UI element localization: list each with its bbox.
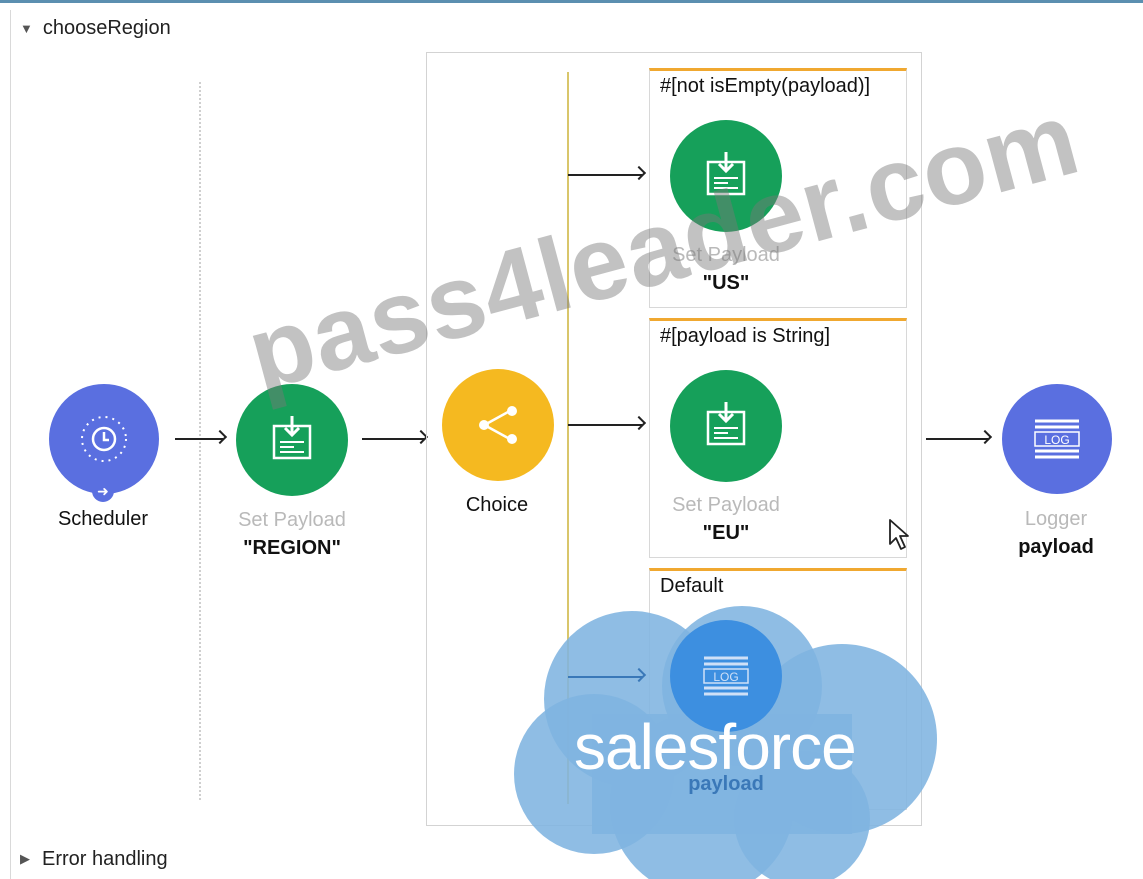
flow-title: chooseRegion <box>42 16 171 39</box>
route-condition: Default <box>660 575 724 597</box>
flow-arrow <box>926 438 988 440</box>
set-payload-us-label: Set Payload <box>672 244 780 266</box>
scheduler-node[interactable] <box>49 384 159 494</box>
logger-default-value: payload <box>688 773 764 795</box>
source-divider <box>199 82 201 800</box>
log-icon: LOG <box>1034 419 1080 459</box>
set-payload-eu-node[interactable] <box>670 370 782 482</box>
route-arrow <box>568 174 642 176</box>
choice-branch-line <box>567 72 569 804</box>
set-payload-region-node[interactable] <box>236 384 348 496</box>
top-border <box>0 0 1143 3</box>
error-handling-label: Error handling <box>42 847 168 870</box>
choice-label: Choice <box>465 494 529 516</box>
svg-text:LOG: LOG <box>1044 433 1069 447</box>
set-payload-icon <box>706 402 746 446</box>
flow-arrow <box>362 438 424 440</box>
set-payload-us-node[interactable] <box>670 120 782 232</box>
clock-icon <box>81 416 127 462</box>
scheduler-source-badge: ➜ <box>92 480 114 502</box>
triangle-down-icon[interactable]: ▼ <box>20 20 33 36</box>
error-handling-section[interactable]: ▶ Error handling <box>20 846 168 872</box>
set-payload-region-value: "REGION" <box>243 537 341 559</box>
choice-icon <box>479 406 517 444</box>
set-payload-eu-label: Set Payload <box>672 494 780 516</box>
log-icon: LOG <box>703 656 749 696</box>
route-condition: #[not isEmpty(payload)] <box>660 75 871 97</box>
svg-text:LOG: LOG <box>713 670 738 684</box>
set-payload-icon <box>706 152 746 196</box>
route-arrow <box>568 424 642 426</box>
scheduler-label: Scheduler <box>57 508 149 530</box>
set-payload-us-value: "US" <box>702 272 750 294</box>
set-payload-region-label: Set Payload <box>238 509 346 531</box>
triangle-right-icon[interactable]: ▶ <box>20 851 30 866</box>
route-arrow <box>568 676 642 678</box>
canvas-border <box>10 10 11 879</box>
set-payload-eu-value: "EU" <box>702 522 750 544</box>
logger-default-node[interactable]: LOG <box>670 620 782 732</box>
logger-label: Logger <box>1024 508 1088 530</box>
logger-value: payload <box>1018 536 1094 558</box>
set-payload-icon <box>272 416 312 460</box>
choice-node[interactable] <box>442 369 554 481</box>
flow-header[interactable]: ▼ chooseRegion <box>20 16 171 40</box>
mouse-cursor-icon <box>889 519 909 550</box>
logger-node[interactable]: LOG <box>1002 384 1112 494</box>
route-condition: #[payload is String] <box>660 325 831 347</box>
flow-arrow <box>175 438 223 440</box>
